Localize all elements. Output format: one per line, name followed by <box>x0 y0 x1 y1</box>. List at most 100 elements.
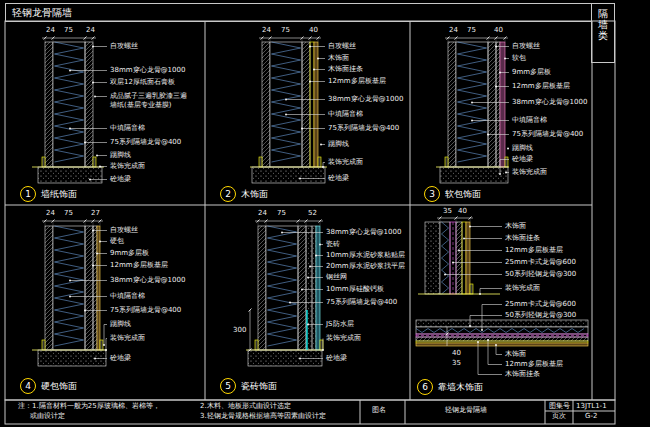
leader-dot <box>285 114 287 116</box>
dimension: 35 <box>443 207 452 216</box>
callout-circle: 5瓷砖饰面 <box>220 378 236 394</box>
leader-line <box>472 120 509 121</box>
frame-line <box>205 21 206 400</box>
leader-line <box>488 134 509 135</box>
leader-line <box>282 232 323 233</box>
callout-label: 38mm穿心龙骨@1000 <box>326 228 401 237</box>
wall-layer <box>45 42 53 167</box>
leader-dot <box>463 238 465 240</box>
extension-line <box>298 221 299 226</box>
wall-layer <box>488 42 496 167</box>
waterproof-layer <box>306 310 307 350</box>
callout-label: 木饰面 <box>328 54 349 63</box>
dimension: 24 <box>258 209 267 218</box>
leader-line <box>85 142 107 143</box>
leader-dot <box>499 173 501 175</box>
baseboard <box>42 157 45 167</box>
wall-layer <box>416 343 588 346</box>
wall-layer <box>306 226 312 350</box>
callout-label: 装饰完成面 <box>328 158 363 167</box>
dimension: 75 <box>277 209 286 218</box>
callout-label: 12mm多层板基层 <box>328 77 386 86</box>
dimension-line <box>259 38 321 39</box>
leader-line <box>496 345 502 355</box>
leader-line <box>70 70 107 71</box>
leader-dot <box>495 344 497 346</box>
leader-line <box>100 166 107 167</box>
sheet-title: 轻钢龙骨隔墙 <box>12 7 585 19</box>
callout-number: 5 <box>221 379 235 393</box>
table-cell: 13JTL1-1 <box>576 402 607 411</box>
extension-line <box>262 38 263 42</box>
leader-dot <box>299 178 301 180</box>
detail-title: 软包饰面 <box>445 187 481 201</box>
leader-line <box>286 114 325 115</box>
table-cell: 页次 <box>552 412 566 421</box>
leader-line <box>93 82 107 83</box>
table-cell: 图名 <box>372 406 386 415</box>
extension-line <box>310 38 311 42</box>
leader-dot <box>69 280 71 282</box>
callout-label: 38mm穿心龙骨@1000 <box>328 95 403 104</box>
dimension-line <box>42 221 103 222</box>
leader-line <box>70 280 107 281</box>
callout-label: 中填隔音棉 <box>328 110 363 119</box>
callout-label: 木饰面挂条 <box>328 65 363 74</box>
wall-layer <box>302 42 310 167</box>
callout-label: 12mm多层板基层 <box>505 360 563 369</box>
callout-label: 踢脚线 <box>512 144 533 153</box>
callout-label: 双层12厚纸面石膏板 <box>110 78 175 87</box>
leader-dot <box>481 329 483 331</box>
wall-layer <box>425 222 440 294</box>
callout-label: 砼地梁 <box>328 174 349 183</box>
callout-label: 自攻螺丝 <box>110 226 138 235</box>
leader-line <box>286 99 325 100</box>
wall-sections <box>32 37 588 375</box>
extension-line <box>266 221 267 226</box>
callout-label: 20mm厚水泥砂浆找平层 <box>326 262 405 271</box>
leader-line <box>488 340 502 365</box>
callout-label: 38mm穿心龙骨@1000 <box>110 66 185 75</box>
extension-line <box>258 221 259 226</box>
wall-layer <box>466 222 470 294</box>
callout-label: 木饰面挂条 <box>505 370 540 379</box>
leader-dot <box>69 70 71 72</box>
callout-label: 9mm多层板 <box>110 249 149 258</box>
leader-dot <box>307 324 309 326</box>
baseboard <box>100 340 103 350</box>
table-cell: G-2 <box>585 412 597 421</box>
extension-line <box>45 38 46 42</box>
leader-line <box>470 316 502 327</box>
callout-label: 12mm多层板基层 <box>505 246 563 255</box>
callout-number: 1 <box>21 187 35 201</box>
dimension: 52 <box>308 209 317 218</box>
callout-label: 10mm厚水泥砂浆粘贴层 <box>326 251 405 260</box>
baseboard <box>470 284 473 294</box>
note: 3.轻钢龙骨规格根据墙高等因素由设计定 <box>200 412 326 421</box>
note: 注：1.隔音材料一般为25厚玻璃棉、岩棉等， <box>18 402 160 411</box>
leader-line <box>508 148 509 149</box>
leader-dot <box>92 82 94 84</box>
note: 或由设计定 <box>30 412 65 421</box>
detail-title: 木饰面 <box>241 187 268 201</box>
callout-label: 25mm卡式龙骨@600 <box>505 258 576 267</box>
frame-line <box>5 205 592 206</box>
leader-line <box>453 262 502 263</box>
leader-dot <box>504 58 506 60</box>
frame <box>5 21 615 424</box>
leader-dot <box>317 58 319 60</box>
dimension: 24 <box>262 26 271 35</box>
dimension: 40 <box>309 26 318 35</box>
leader-dot <box>313 69 315 71</box>
leader-line <box>95 96 107 97</box>
leader-line <box>308 277 323 278</box>
callout-label: 75系列隔墙龙骨@400 <box>110 306 181 315</box>
wall-layer <box>85 42 93 167</box>
insulation-pattern <box>55 226 84 346</box>
extension-line <box>85 221 86 226</box>
leader-dot <box>507 148 509 150</box>
dimension-tick <box>249 349 252 352</box>
wall-layer <box>53 42 85 167</box>
frame-line <box>410 21 411 400</box>
extension-line <box>45 221 46 226</box>
